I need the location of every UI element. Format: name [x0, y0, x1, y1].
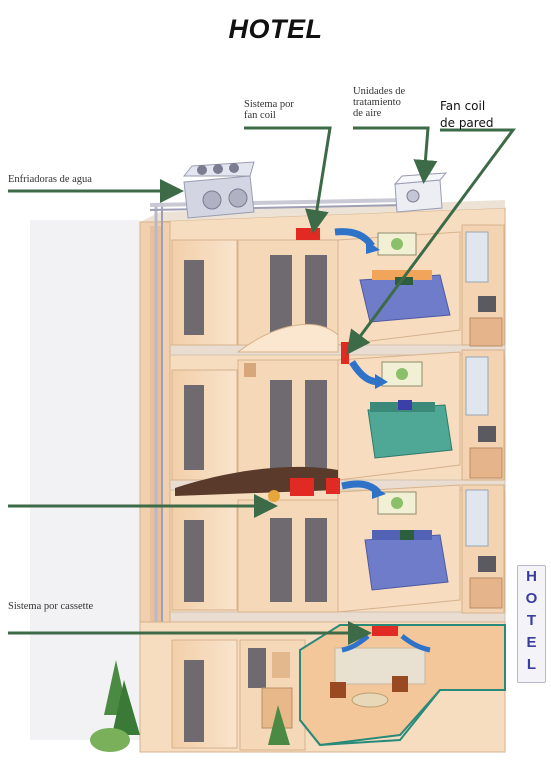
label-line: de aire [353, 108, 382, 119]
label-line: tratamiento [353, 97, 401, 108]
pointer-lines [8, 126, 516, 645]
cassette-unit [372, 626, 398, 636]
ducted-fan-coil-unit [290, 478, 314, 496]
sign-letter: L [526, 656, 537, 673]
pointer-wall-fan-coil [346, 128, 516, 355]
label-line: de pared [440, 116, 494, 130]
label-fan-coil-system: Sistema por fan coil [244, 99, 324, 121]
label-line: Sistema por [244, 99, 294, 110]
floor-3 [171, 224, 505, 347]
label-wall-fan-coil: Fan coil de pared [440, 98, 520, 132]
sign-letter: H [526, 568, 537, 585]
trees [90, 660, 290, 752]
pointer-air-handling [353, 126, 438, 184]
water-chiller-unit [182, 161, 255, 219]
floor-1 [171, 466, 505, 614]
air-handling-unit [393, 172, 448, 213]
background-panel [30, 220, 140, 740]
hotel-sign: H O T E L [517, 565, 546, 683]
floor-2 [171, 324, 505, 481]
sign-letter: T [526, 612, 537, 629]
label-line: Fan coil [440, 99, 486, 113]
pointer-fan-coil [244, 126, 332, 234]
fan-coil-unit [296, 228, 320, 240]
label-line: fan coil [244, 110, 276, 121]
label-air-handling-units: Unidades de tratamiento de aire [353, 86, 433, 119]
label-cassette-system: Sistema por cassette [8, 601, 94, 612]
diagram-title: HOTEL [228, 14, 323, 44]
wall-fan-coil-unit [341, 342, 349, 364]
sign-letter: E [526, 634, 537, 651]
ground-floor-lobby [139, 621, 506, 753]
label-water-chillers: Enfriadoras de agua [8, 174, 92, 185]
label-line: Unidades de [353, 86, 406, 97]
sign-letter: O [525, 590, 538, 607]
